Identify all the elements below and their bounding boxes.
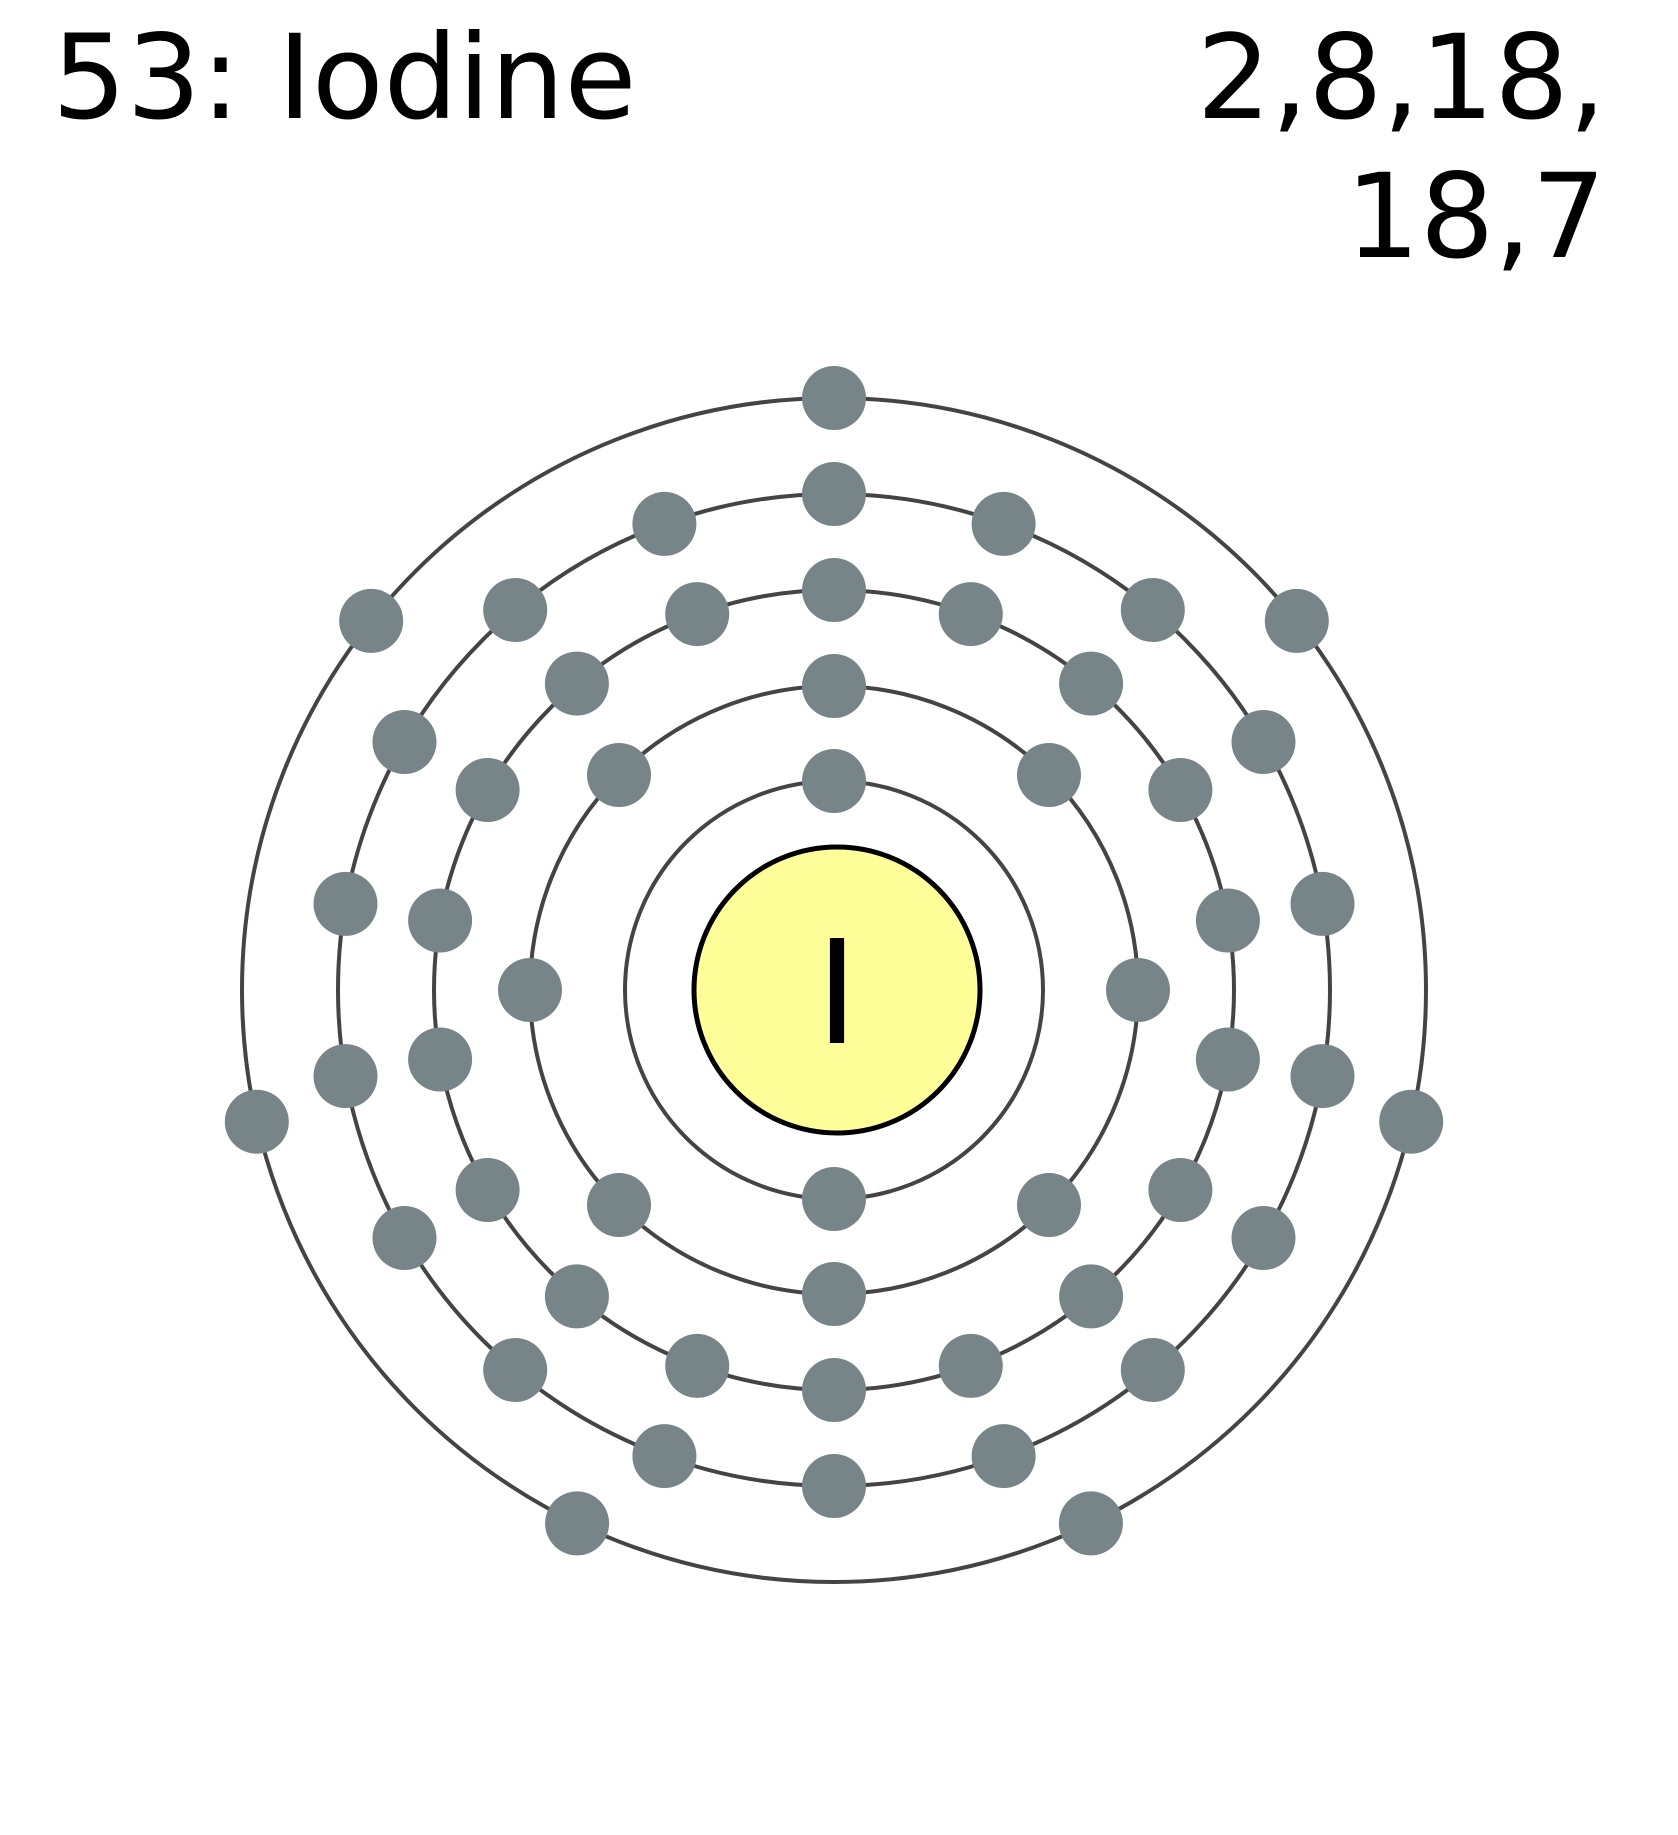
electron-icon [802, 558, 866, 622]
electrons [224, 366, 1444, 1556]
nucleus: I [691, 844, 983, 1136]
electron-icon [802, 654, 866, 718]
electron-icon [1120, 578, 1185, 642]
electron-icon [1195, 1027, 1260, 1092]
electron-icon [802, 1358, 866, 1422]
electron-icon [1264, 588, 1329, 653]
atomic-number: 53 [52, 9, 201, 146]
electron-icon [224, 1089, 289, 1154]
electron-icon [1059, 1264, 1124, 1329]
electron-icon [1058, 1491, 1123, 1556]
config-line-2: 18,7 [1345, 148, 1606, 285]
electron-icon [632, 1424, 697, 1489]
electron-icon [971, 491, 1036, 556]
electron-icon [372, 1206, 437, 1270]
electron-icon [938, 582, 1003, 647]
electron-icon [455, 1158, 520, 1222]
electron-icon [1017, 1173, 1081, 1237]
electron-icon [587, 743, 651, 807]
title-separator: : [200, 9, 278, 146]
electron-icon [802, 749, 866, 813]
electron-icon [1120, 1338, 1185, 1402]
electron-icon [1231, 1206, 1296, 1270]
electron-icon [1231, 710, 1296, 774]
electron-icon [802, 462, 866, 526]
electron-icon [802, 1454, 866, 1518]
electron-icon [802, 1262, 866, 1326]
electron-icon [313, 871, 378, 936]
electron-icon [372, 710, 437, 774]
electron-icon [483, 1338, 548, 1402]
electron-icon [313, 1044, 378, 1109]
electron-icon [1379, 1089, 1444, 1154]
element-name: Iodine [277, 9, 637, 146]
electron-icon [483, 578, 548, 642]
electron-icon [1148, 1158, 1213, 1222]
electron-icon [544, 1264, 609, 1329]
electron-icon [802, 1167, 866, 1231]
electron-icon [1148, 758, 1213, 822]
element-title: 53: Iodine [52, 8, 637, 148]
electron-icon [455, 758, 520, 822]
electron-icon [587, 1173, 651, 1237]
electron-icon [498, 958, 562, 1022]
electron-icon [971, 1424, 1036, 1489]
electron-icon [1195, 888, 1260, 953]
electron-icon [665, 1333, 730, 1398]
electron-icon [408, 1027, 473, 1092]
electron-icon [1059, 651, 1124, 716]
electron-configuration: 2,8,18, 18,7 [1197, 8, 1606, 286]
electron-icon [1106, 958, 1170, 1022]
electron-icon [632, 491, 697, 556]
electron-icon [1290, 871, 1355, 936]
electron-icon [1017, 743, 1081, 807]
electron-icon [938, 1333, 1003, 1398]
nucleus-symbol: I [816, 909, 858, 1077]
electron-icon [408, 888, 473, 953]
electron-icon [1290, 1044, 1355, 1109]
electron-icon [545, 1491, 610, 1556]
electron-icon [339, 588, 404, 653]
electron-icon [544, 651, 609, 716]
electron-icon [802, 366, 866, 430]
nucleus-circle [691, 844, 983, 1136]
config-line-1: 2,8,18, [1196, 9, 1606, 146]
electron-icon [665, 582, 730, 647]
